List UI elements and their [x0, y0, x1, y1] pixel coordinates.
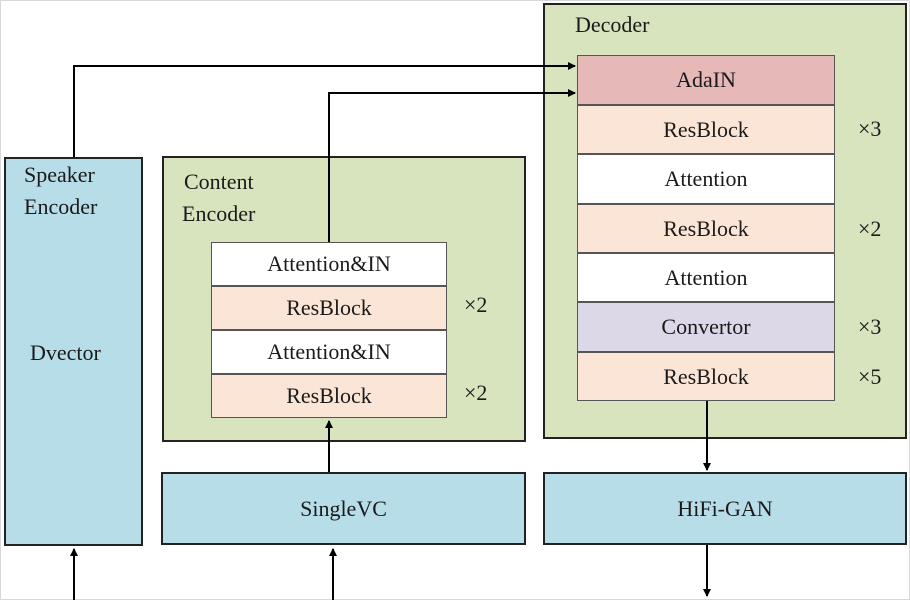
- content-multiplier-2: ×2: [464, 380, 488, 405]
- content-resblock-1: ResBlock: [211, 286, 447, 330]
- content-resblock-2: ResBlock: [211, 374, 447, 418]
- decoder-multiplier-1: ×3: [858, 116, 882, 141]
- singlevc-label: SingleVC: [300, 495, 387, 521]
- decoder-resblock-1: ResBlock: [577, 105, 835, 154]
- content-encoder-title-2: Encoder: [182, 201, 256, 226]
- content-multiplier-1: ×2: [464, 292, 488, 317]
- decoder-multiplier-3: ×3: [858, 314, 882, 339]
- decoder-multiplier-2: ×2: [858, 216, 882, 241]
- singlevc-box: SingleVC: [161, 472, 526, 545]
- decoder-attention-block-1: Attention: [577, 154, 835, 204]
- decoder-resblock-2: ResBlock: [577, 204, 835, 253]
- content-attention-in-block-2: Attention&IN: [211, 330, 447, 374]
- dvector-label: Dvector: [30, 340, 101, 365]
- hifigan-label: HiFi-GAN: [677, 495, 773, 521]
- content-to-adain-arrow: [328, 89, 576, 242]
- content-encoder-title-1: Content: [184, 169, 254, 194]
- content-attention-in-block-1: Attention&IN: [211, 242, 447, 286]
- decoder-attention-block-2: Attention: [577, 253, 835, 302]
- speaker-encoder-title-2: Encoder: [24, 194, 98, 219]
- decoder-convertor-block: Convertor: [577, 302, 835, 352]
- decoder-title: Decoder: [575, 12, 650, 37]
- hifigan-box: HiFi-GAN: [543, 472, 907, 545]
- decoder-adain-block: AdaIN: [577, 55, 835, 105]
- speaker-encoder: Speaker Encoder Dvector: [4, 157, 143, 546]
- speaker-encoder-title-1: Speaker: [24, 162, 95, 187]
- decoder-resblock-3: ResBlock: [577, 352, 835, 401]
- decoder-multiplier-4: ×5: [858, 364, 882, 389]
- speaker-to-adain-arrow: [73, 62, 576, 157]
